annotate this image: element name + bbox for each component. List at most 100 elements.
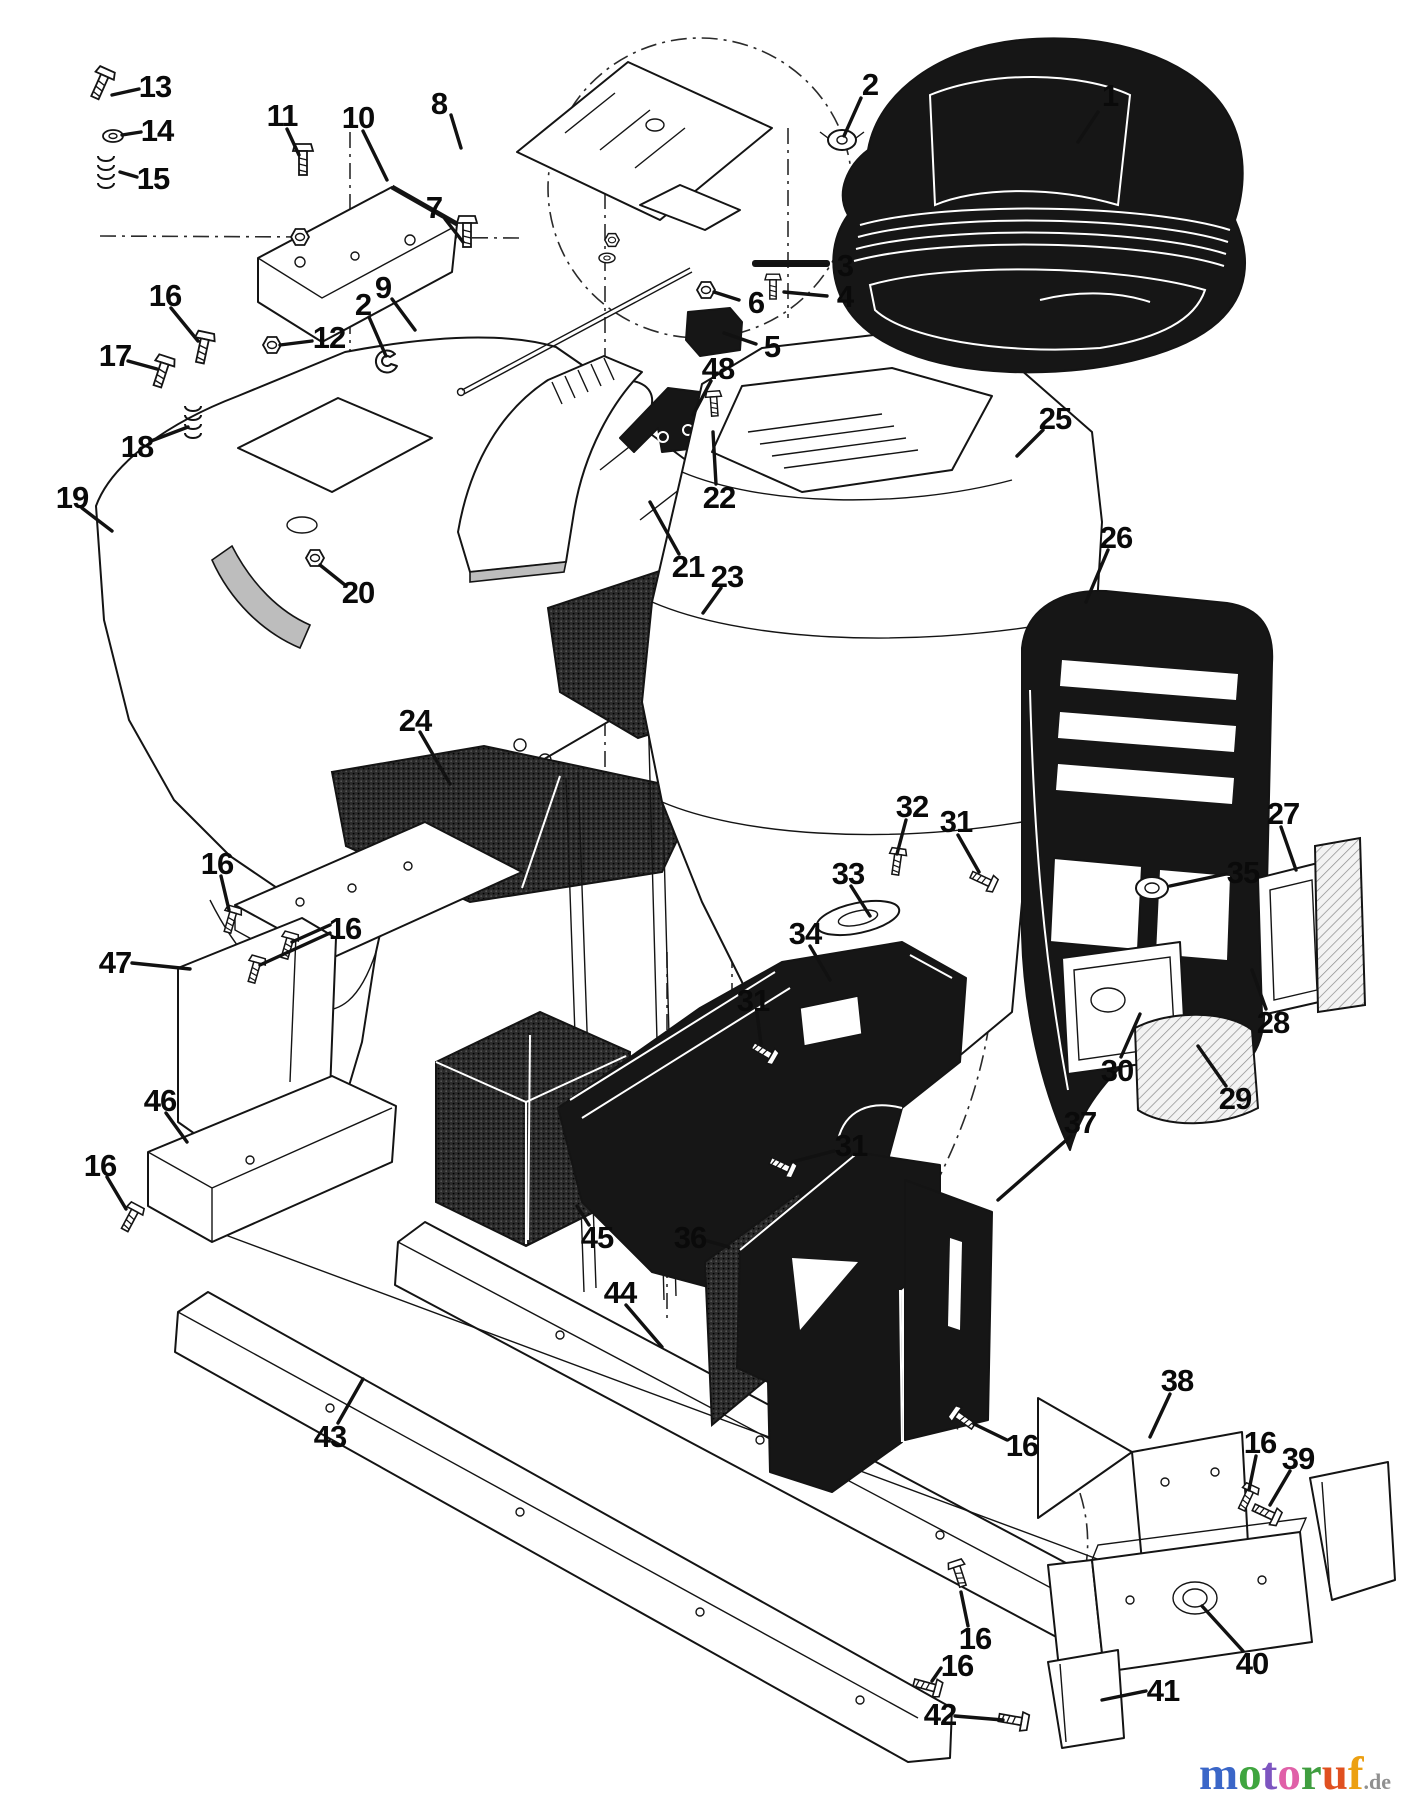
callout-16c: 16 <box>329 911 362 946</box>
leader-line-35 <box>1168 872 1228 888</box>
callout-layer: 1234567892101112131415161718192021222324… <box>56 67 1316 1732</box>
latch-plate-part <box>815 899 901 937</box>
leader-line-16a <box>169 306 200 343</box>
leader-line-31c <box>790 1149 836 1164</box>
leader-line-6 <box>712 290 741 302</box>
callout-17: 17 <box>99 338 131 373</box>
callout-37: 37 <box>1064 1105 1096 1140</box>
leader-line-1 <box>1076 110 1100 144</box>
engine-shroud-part <box>736 1151 993 1493</box>
callout-10: 10 <box>342 100 374 135</box>
callout-38: 38 <box>1161 1363 1194 1398</box>
leader-line-14 <box>120 130 143 137</box>
leader-line-18 <box>149 425 190 443</box>
clip-icon <box>374 349 398 374</box>
support-bracket-part <box>257 184 459 343</box>
callout-29: 29 <box>1219 1081 1252 1116</box>
callout-5: 5 <box>764 329 781 364</box>
leader-line-17 <box>126 359 159 371</box>
leader-line-9 <box>390 297 417 332</box>
wing-knob-icon <box>819 129 865 151</box>
leader-line-16g <box>959 1590 970 1628</box>
leader-line-8 <box>449 113 463 150</box>
leader-line-29 <box>1196 1044 1228 1088</box>
logo-letter-3: o <box>1277 1748 1301 1800</box>
leader-line-7 <box>443 217 465 244</box>
latch-plate-slot <box>837 909 879 927</box>
callout-32: 32 <box>896 789 928 824</box>
leader-line-16c <box>290 923 332 944</box>
leader-line-42 <box>953 1714 1005 1722</box>
callout-8: 8 <box>431 86 448 121</box>
callout-4: 4 <box>837 279 855 314</box>
callout-16e: 16 <box>1006 1428 1039 1463</box>
callout-30: 30 <box>1101 1053 1133 1088</box>
leader-line-5 <box>722 331 758 346</box>
bolt-icon <box>764 273 782 300</box>
fender-deck-part <box>95 336 758 1117</box>
leader-line-47 <box>130 961 192 971</box>
callout-39: 39 <box>1282 1441 1315 1476</box>
hardware-fasteners <box>84 64 1284 1733</box>
callout-48: 48 <box>702 351 735 386</box>
logo-letter-2: t <box>1261 1748 1278 1800</box>
channel-bracket-part <box>147 1075 397 1243</box>
leader-line-22 <box>711 430 718 486</box>
callout-9: 9 <box>375 270 392 305</box>
callout-27: 27 <box>1267 796 1299 831</box>
leader-line-43 <box>336 1377 365 1425</box>
lens-part <box>1313 836 1367 1014</box>
motoruf-logo[interactable]: motoruf.de <box>1199 1751 1391 1798</box>
nut-icon <box>604 232 620 248</box>
callout-16h: 16 <box>941 1648 974 1683</box>
bushing-part <box>1135 876 1169 900</box>
bolt-icon <box>115 1200 147 1235</box>
leader-line-44 <box>624 1303 664 1349</box>
leader-line-13 <box>110 87 141 97</box>
hood-part <box>641 331 1103 1073</box>
leader-line-16h <box>930 1666 943 1683</box>
washer-icon <box>598 252 616 264</box>
callout-45: 45 <box>581 1220 614 1255</box>
leader-line-40 <box>1200 1604 1245 1653</box>
leader-line-11 <box>285 127 301 157</box>
console-part <box>457 355 643 583</box>
callout-25: 25 <box>1039 401 1072 436</box>
logo-domain-suffix: .de <box>1363 1769 1392 1794</box>
logo-letter-4: r <box>1300 1748 1322 1800</box>
clamp-part <box>685 307 743 357</box>
callout-35: 35 <box>1227 855 1260 890</box>
leader-line-16b <box>219 874 231 912</box>
logo-letter-6: f <box>1347 1748 1364 1800</box>
rear-bracket-part <box>1037 1397 1249 1563</box>
switch-bracket-part <box>619 387 701 453</box>
callout-16g: 16 <box>959 1621 992 1656</box>
callout-16d: 16 <box>84 1148 117 1183</box>
callout-31b: 31 <box>737 983 770 1018</box>
callout-46: 46 <box>144 1083 177 1118</box>
washer-icon <box>102 129 124 143</box>
leader-line-16c <box>258 931 332 967</box>
callout-3: 3 <box>837 248 854 283</box>
callout-6: 6 <box>748 285 765 320</box>
nut-icon <box>696 281 716 299</box>
drawbar-part <box>1047 1517 1313 1679</box>
callout-36: 36 <box>674 1220 707 1255</box>
callout-40: 40 <box>1236 1646 1268 1681</box>
leader-line-33 <box>849 884 872 918</box>
leader-line-46 <box>164 1111 189 1144</box>
leader-line-39 <box>1268 1469 1292 1507</box>
callout-19: 19 <box>56 480 89 515</box>
callout-28: 28 <box>1257 1005 1290 1040</box>
callout-31a: 31 <box>940 804 973 839</box>
leader-line-2b <box>367 315 388 358</box>
callout-14: 14 <box>141 113 175 148</box>
callout-24: 24 <box>399 703 433 738</box>
leader-line-20 <box>318 563 347 587</box>
leader-line-37 <box>996 1134 1073 1202</box>
leader-line-23 <box>701 586 723 615</box>
leader-line-16f <box>1247 1454 1258 1492</box>
support-angle-part <box>1047 1649 1125 1749</box>
callout-18: 18 <box>121 429 154 464</box>
